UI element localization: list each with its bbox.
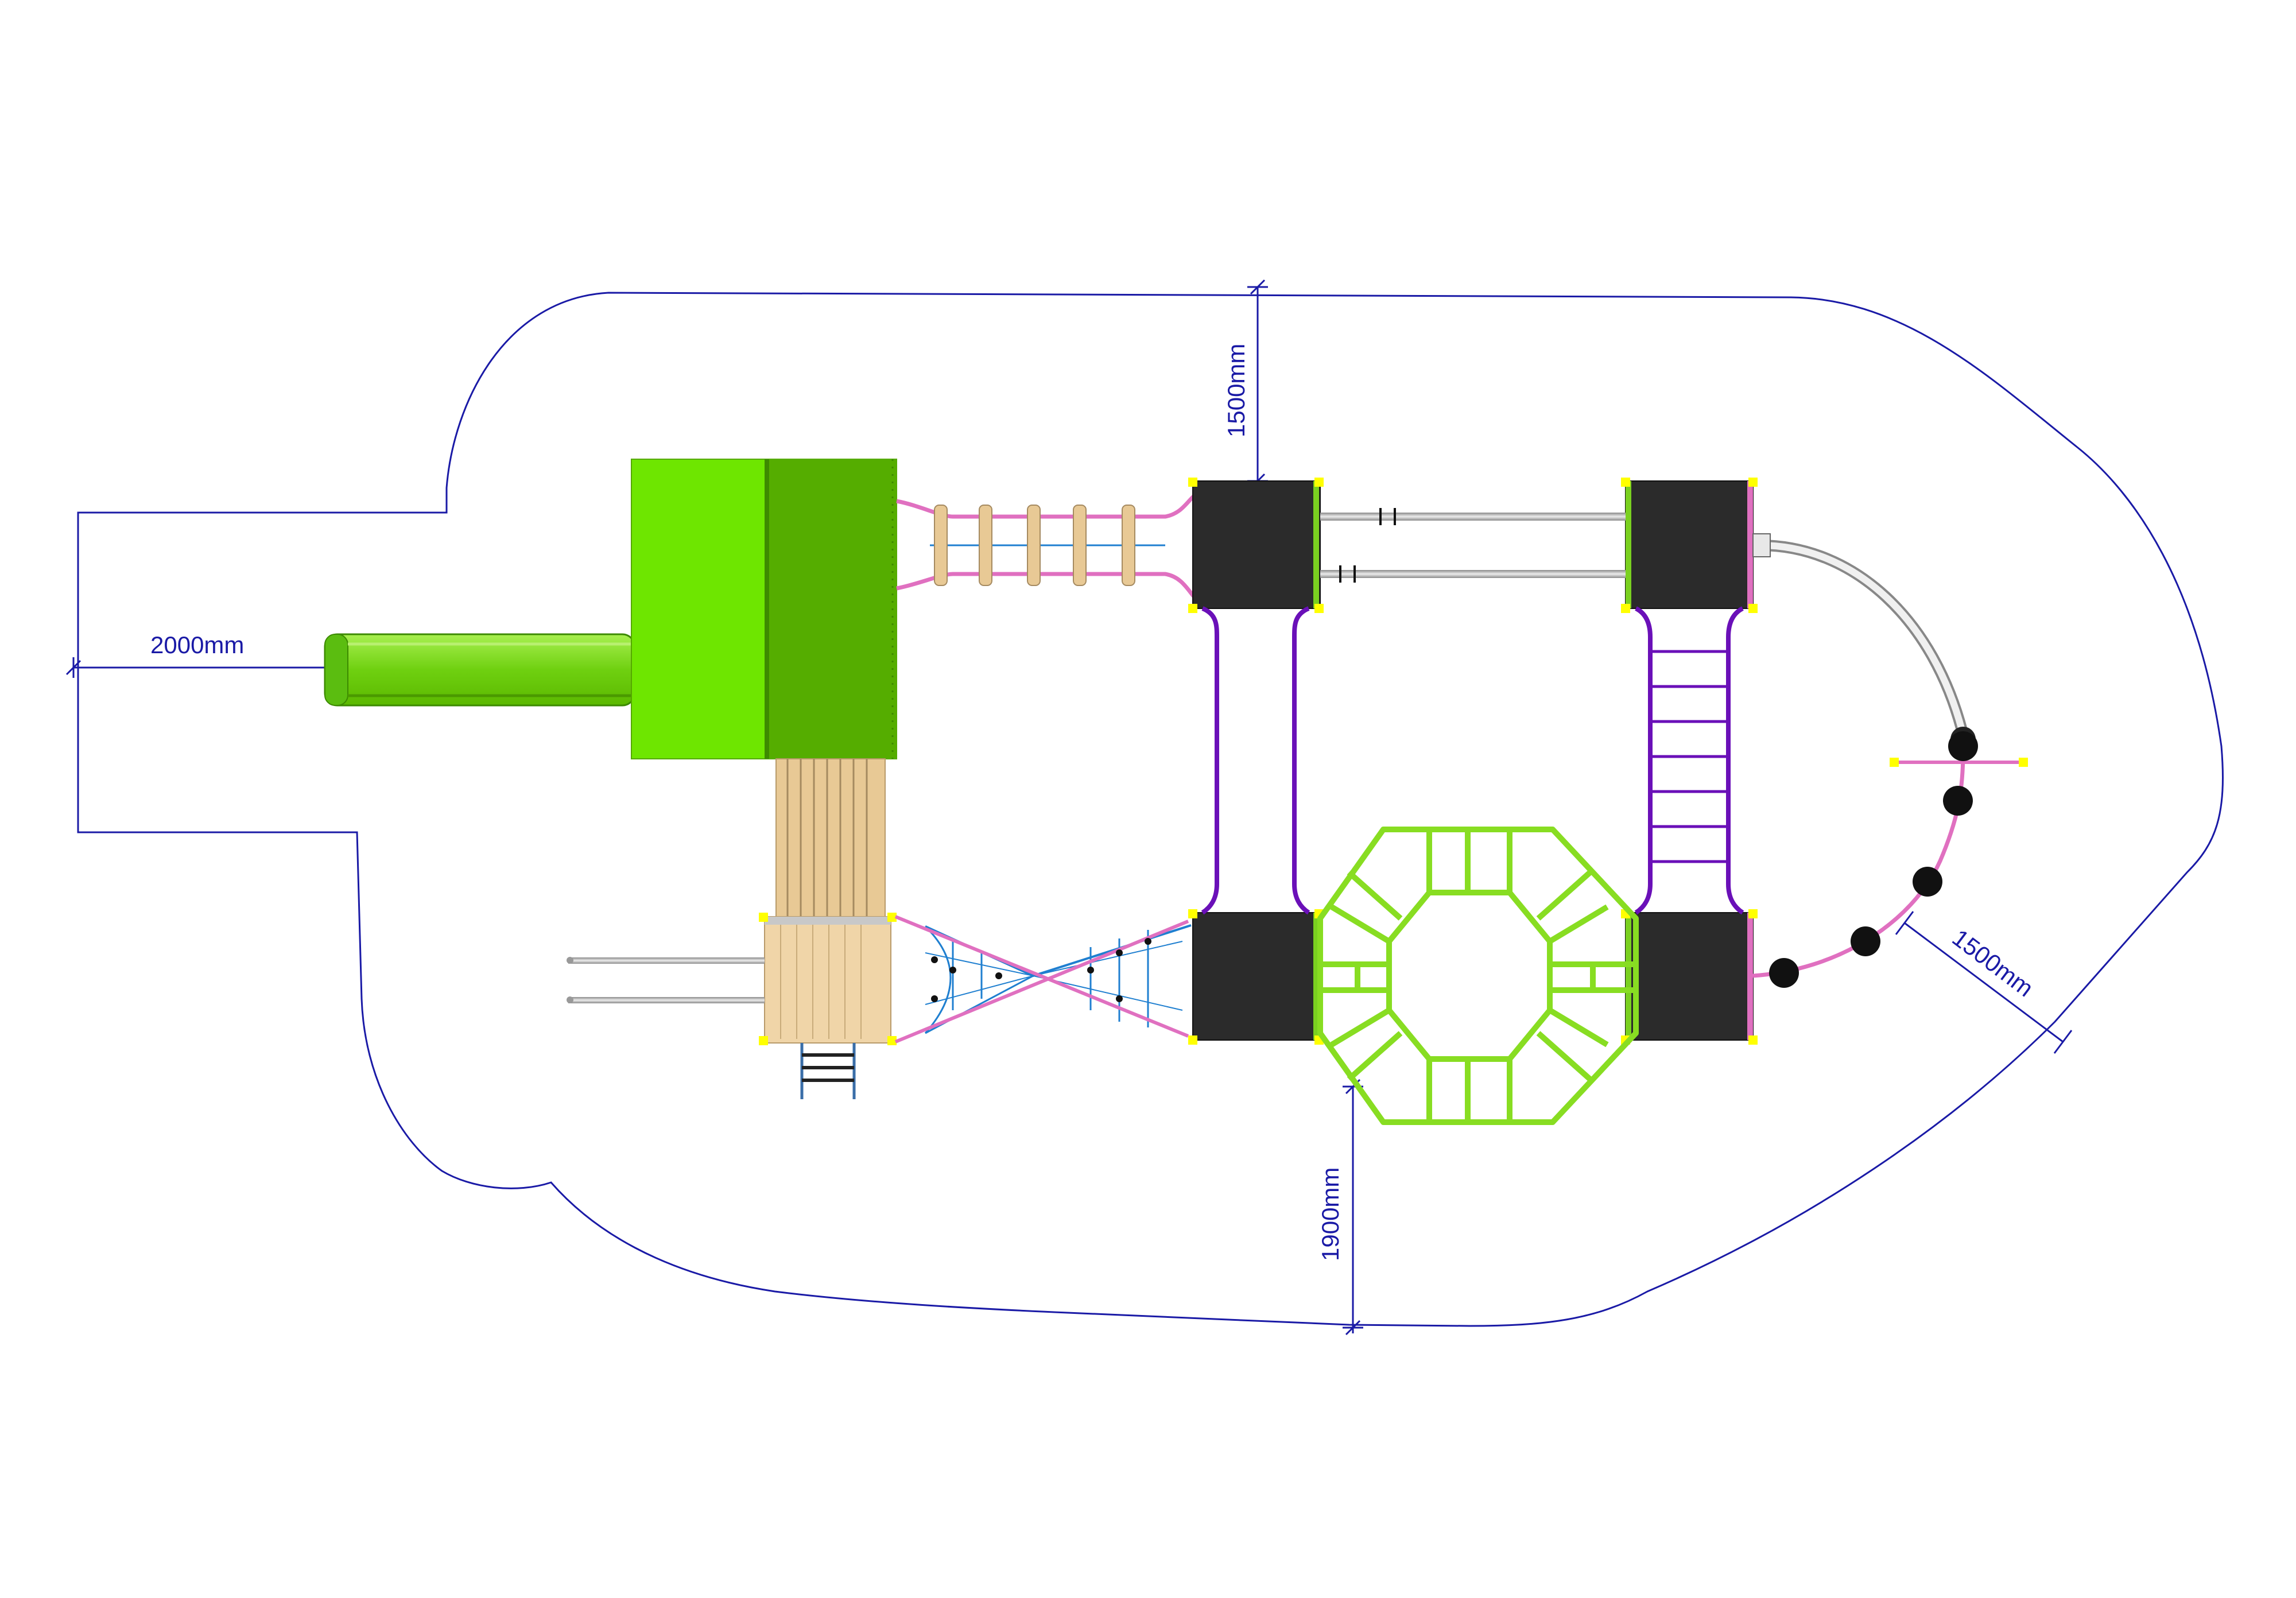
purple-ladder-bridge <box>1634 606 1744 915</box>
safety-zone-boundary <box>77 292 2224 1327</box>
steel-bar-bridge <box>1320 508 1626 583</box>
platform-top-left <box>1188 478 1324 613</box>
steel-rails-left <box>567 957 765 1003</box>
hexagon-climber <box>1317 827 1639 1125</box>
stepping-pods <box>1752 731 2028 988</box>
dimension-top-label: 1500mm <box>1223 344 1250 437</box>
green-slide <box>324 633 636 707</box>
tower-roof <box>631 459 897 759</box>
dimension-bottom: 1900mm <box>1317 1079 1363 1336</box>
platform-bottom-right <box>1621 909 1758 1045</box>
purple-rail-bridge <box>1201 606 1310 915</box>
log-bridge <box>896 492 1199 602</box>
platform-top-right <box>1621 478 1758 613</box>
dimension-left: 2000mm <box>65 631 340 678</box>
net-bridge <box>894 915 1192 1044</box>
platform-bottom-left <box>1188 909 1324 1045</box>
dimension-bottom-label: 1900mm <box>1317 1168 1344 1261</box>
entry-ladder <box>800 1043 856 1099</box>
dimension-top: 1500mm <box>1223 279 1268 489</box>
wooden-platform-lower <box>759 913 897 1045</box>
tube-slide <box>1752 533 1976 752</box>
plank-bridge-vertical <box>775 758 886 917</box>
dimension-left-label: 2000mm <box>150 631 244 658</box>
